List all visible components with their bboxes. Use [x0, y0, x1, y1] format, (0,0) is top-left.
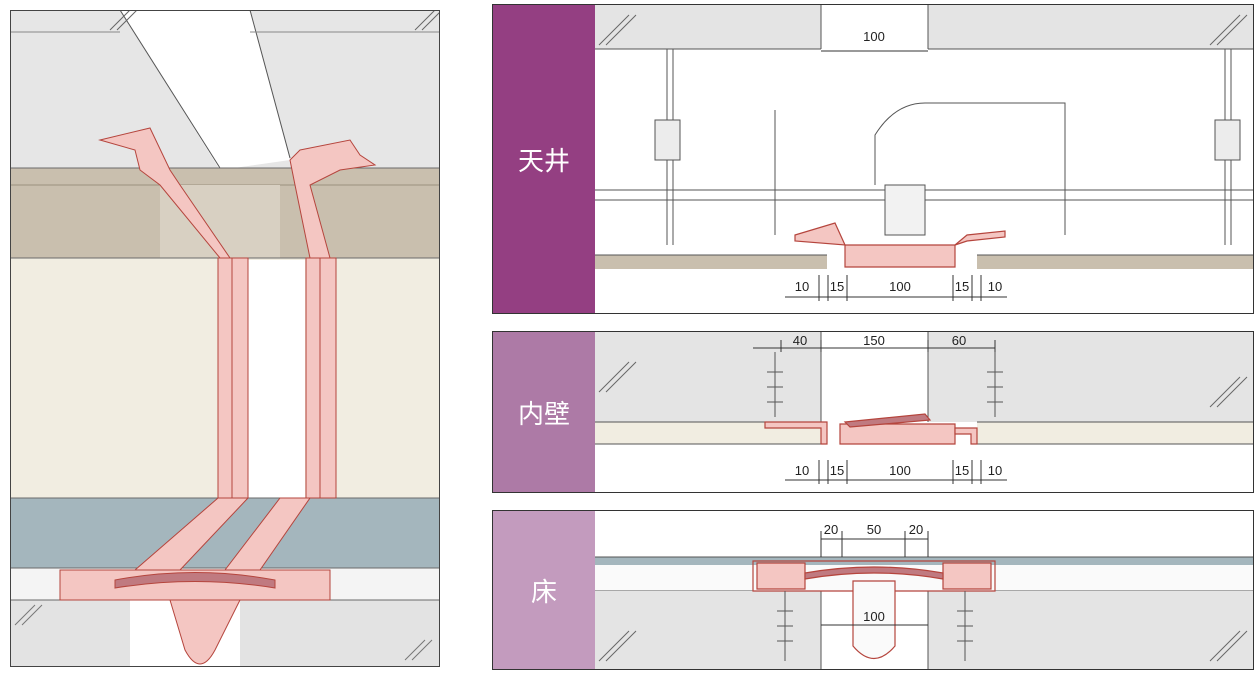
ceiling-dim-4: 15 [955, 279, 969, 294]
wall-dim-1: 10 [795, 463, 809, 478]
floor-joint-cover [752, 560, 996, 660]
joint-cover-profile [59, 127, 377, 665]
isometric-illustration [10, 9, 441, 667]
ceiling-section: 天井 100 [492, 4, 1254, 314]
floor-section: 床 20 50 20 [492, 510, 1254, 670]
wall-label: 内壁 [493, 332, 595, 492]
floor-label: 床 [493, 511, 595, 669]
floor-top-dimension-row: 20 50 20 [820, 522, 929, 557]
wall-top-dim-2: 150 [863, 333, 885, 348]
ceiling-joint-cover [794, 222, 1006, 268]
wall-dim-4: 15 [955, 463, 969, 478]
wall-drawing: 40 150 60 10 15 100 15 10 [595, 332, 1253, 484]
ceiling-label: 天井 [493, 5, 595, 313]
ceiling-dim-3: 100 [889, 279, 911, 294]
floor-bottom-dim: 100 [863, 609, 885, 624]
ceiling-drawing: 100 [595, 5, 1253, 301]
wall-dim-2: 15 [830, 463, 844, 478]
wall-top-dimension-row: 40 150 60 [753, 333, 996, 352]
wall-dimension-row: 10 15 100 15 10 [785, 460, 1007, 484]
ceiling-dim-5: 10 [988, 279, 1002, 294]
ceiling-dim-2: 15 [830, 279, 844, 294]
joint-gap-top [120, 10, 290, 170]
wall-anchors [767, 352, 1003, 417]
ceiling-dim-1: 10 [795, 279, 809, 294]
floor-top-dim-3: 20 [909, 522, 923, 537]
isometric-drawing [10, 9, 441, 667]
floor-bottom-dimension: 100 [821, 609, 928, 626]
floor-top-dim-2: 50 [867, 522, 881, 537]
ceiling-hangers [595, 49, 1253, 245]
floor-drawing: 20 50 20 100 [595, 522, 1253, 669]
wall-top-dim-3: 60 [952, 333, 966, 348]
wall-dim-5: 10 [988, 463, 1002, 478]
wall-section: 内壁 40 15 [492, 331, 1254, 493]
wall-dim-3: 100 [889, 463, 911, 478]
wall-top-dim-1: 40 [793, 333, 807, 348]
wall-joint-cover [764, 413, 978, 445]
ceiling-dimension-row: 10 15 100 15 10 [785, 275, 1007, 301]
floor-top-dim-1: 20 [824, 522, 838, 537]
floor-anchors [777, 591, 973, 661]
ceiling-top-gap: 100 [863, 29, 885, 44]
